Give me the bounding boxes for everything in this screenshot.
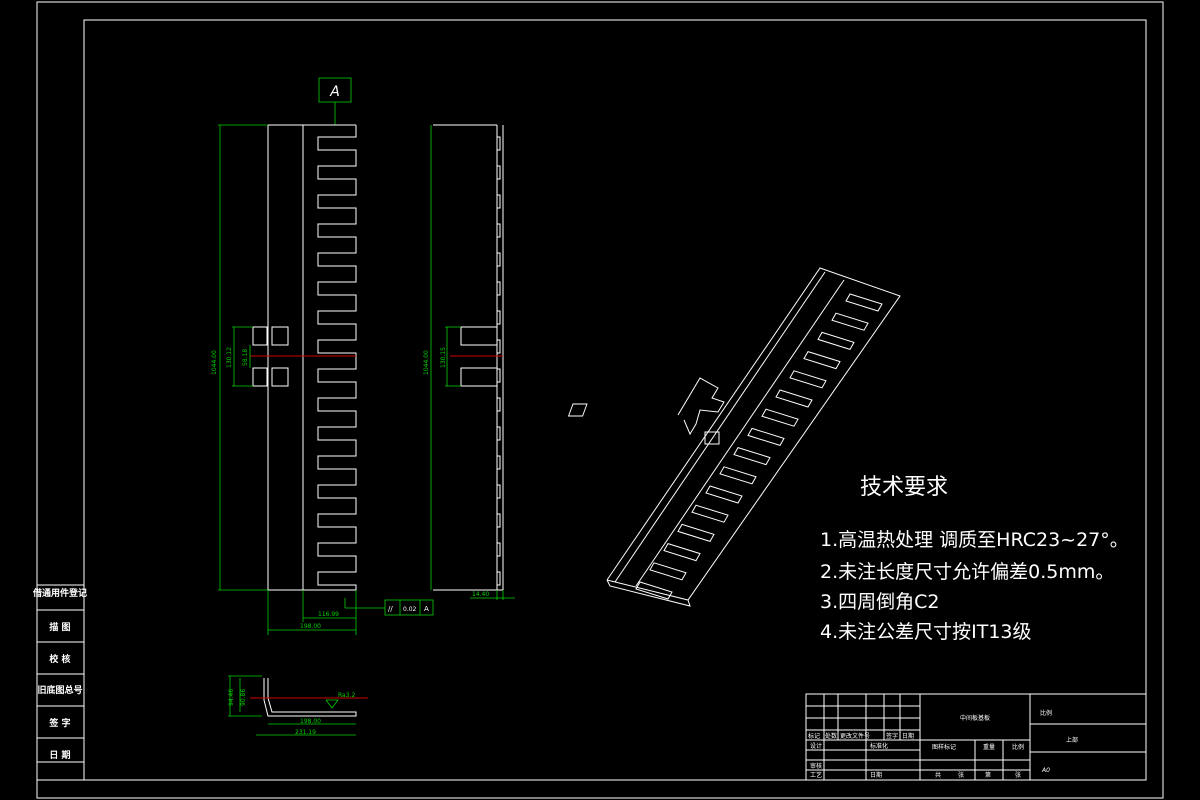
side-cell-4: 签 字: [48, 717, 70, 729]
section-view: Ra3.2 94.46 90.86 198.00 231.19: [228, 675, 368, 736]
tb-row-0: 标记: [808, 732, 820, 740]
iso-tooth: [635, 581, 673, 600]
tb-sheet: A0: [1041, 767, 1050, 774]
dim-section-w2: 231.19: [295, 729, 316, 736]
side-cell-5: 日 期: [49, 749, 70, 761]
tb-role-2: 审核: [810, 762, 822, 770]
iso-tooth: [677, 523, 715, 542]
tb-scale-label: 比例: [1040, 709, 1052, 717]
iso-tooth: [817, 331, 855, 350]
tb-cell-3: 共: [935, 771, 941, 779]
tb-cell-1: 重量: [983, 743, 995, 751]
iso-tooth: [649, 562, 687, 581]
dim-bottom-offset: 116.99: [318, 611, 339, 618]
dim-section-w1: 198.00: [300, 718, 321, 725]
outer-frame: [36, 1, 1164, 799]
iso-tooth: [691, 504, 729, 523]
tb-cell-4: 张: [958, 771, 964, 779]
dim-section-h2: 90.86: [240, 689, 247, 706]
iso-tooth: [733, 447, 771, 466]
side-cell-1: 描 图: [49, 621, 70, 633]
tb-role-4: 日期: [870, 771, 882, 779]
tb-row-2: 更改文件号: [840, 732, 870, 740]
side-cell-2: 校 核: [49, 653, 70, 665]
dim-section-h1: 94.46: [228, 689, 235, 706]
iso-tooth: [747, 427, 785, 446]
dim-side-height: 1044.00: [423, 350, 430, 375]
iso-tooth: [761, 408, 799, 427]
iso-tooth: [775, 389, 813, 408]
tb-row-3: 签字: [886, 732, 898, 740]
iso-tooth: [663, 543, 701, 562]
side-table: 借通用件登记 描 图 校 核 旧底图总号 签 字 日 期: [32, 584, 87, 781]
tb-cell-2: 比例: [1012, 743, 1024, 751]
tb-row-1: 处数: [825, 732, 837, 740]
dim-side-thickness: 14.40: [472, 591, 489, 598]
iso-tooth: [845, 293, 883, 312]
tb-row-4: 日期: [902, 732, 914, 740]
title-block: 标记 处数 更改文件号 签字 日期 设计 标准化 审核 工艺 日期 中间板基板 …: [805, 693, 1147, 781]
tol-datum: A: [424, 605, 429, 613]
svg-text:Ra3.2: Ra3.2: [338, 692, 355, 699]
view-a-label: A: [329, 84, 340, 100]
side-view: 1044.00 130.15 14.40: [423, 124, 515, 600]
tech-item-4: 4.未注公差尺寸按IT13级: [820, 621, 1032, 643]
tech-item-3: 3.四周倒角C2: [820, 591, 939, 613]
side-cell-3: 旧底图总号: [37, 684, 82, 696]
tb-drawing-name: 中间板基板: [960, 714, 990, 722]
front-view: 1044.00 130.12 58.18 116.99 198.00 // 0.…: [211, 124, 434, 635]
isometric-view: [567, 267, 901, 607]
dim-slot-span: 130.12: [226, 347, 233, 368]
tb-cell-6: 张: [1015, 771, 1021, 779]
tb-cell-5: 第: [985, 771, 991, 779]
iso-tooth: [705, 485, 743, 504]
tech-requirements: 技术要求 1.高温热处理 调质至HRC23~27°。 2.未注长度尺寸允许偏差0…: [820, 475, 1129, 643]
tb-part-name: 上部: [1066, 736, 1078, 744]
tb-role-3: 工艺: [810, 771, 822, 779]
iso-tooth: [831, 312, 869, 331]
dim-side-slot-span: 130.15: [440, 347, 447, 368]
inner-frame: [83, 19, 1147, 781]
tech-item-1: 1.高温热处理 调质至HRC23~27°。: [820, 529, 1129, 551]
tb-role-1: 标准化: [870, 742, 888, 750]
iso-tooth: [803, 351, 841, 370]
iso-tooth: [719, 466, 757, 485]
tb-role-0: 设计: [810, 742, 822, 750]
dim-slot-gap: 58.18: [242, 349, 249, 366]
dim-front-height: 1044.00: [211, 350, 218, 375]
tech-item-2: 2.未注长度尺寸允许偏差0.5mm。: [820, 561, 1114, 583]
tb-cell-0: 图样标记: [932, 743, 956, 751]
tol-symbol: //: [388, 605, 393, 613]
side-cell-0: 借通用件登记: [32, 587, 87, 599]
dim-front-width: 198.00: [300, 623, 321, 630]
tech-title: 技术要求: [860, 475, 948, 500]
iso-tooth: [789, 370, 827, 389]
tol-value: 0.02: [403, 606, 417, 613]
